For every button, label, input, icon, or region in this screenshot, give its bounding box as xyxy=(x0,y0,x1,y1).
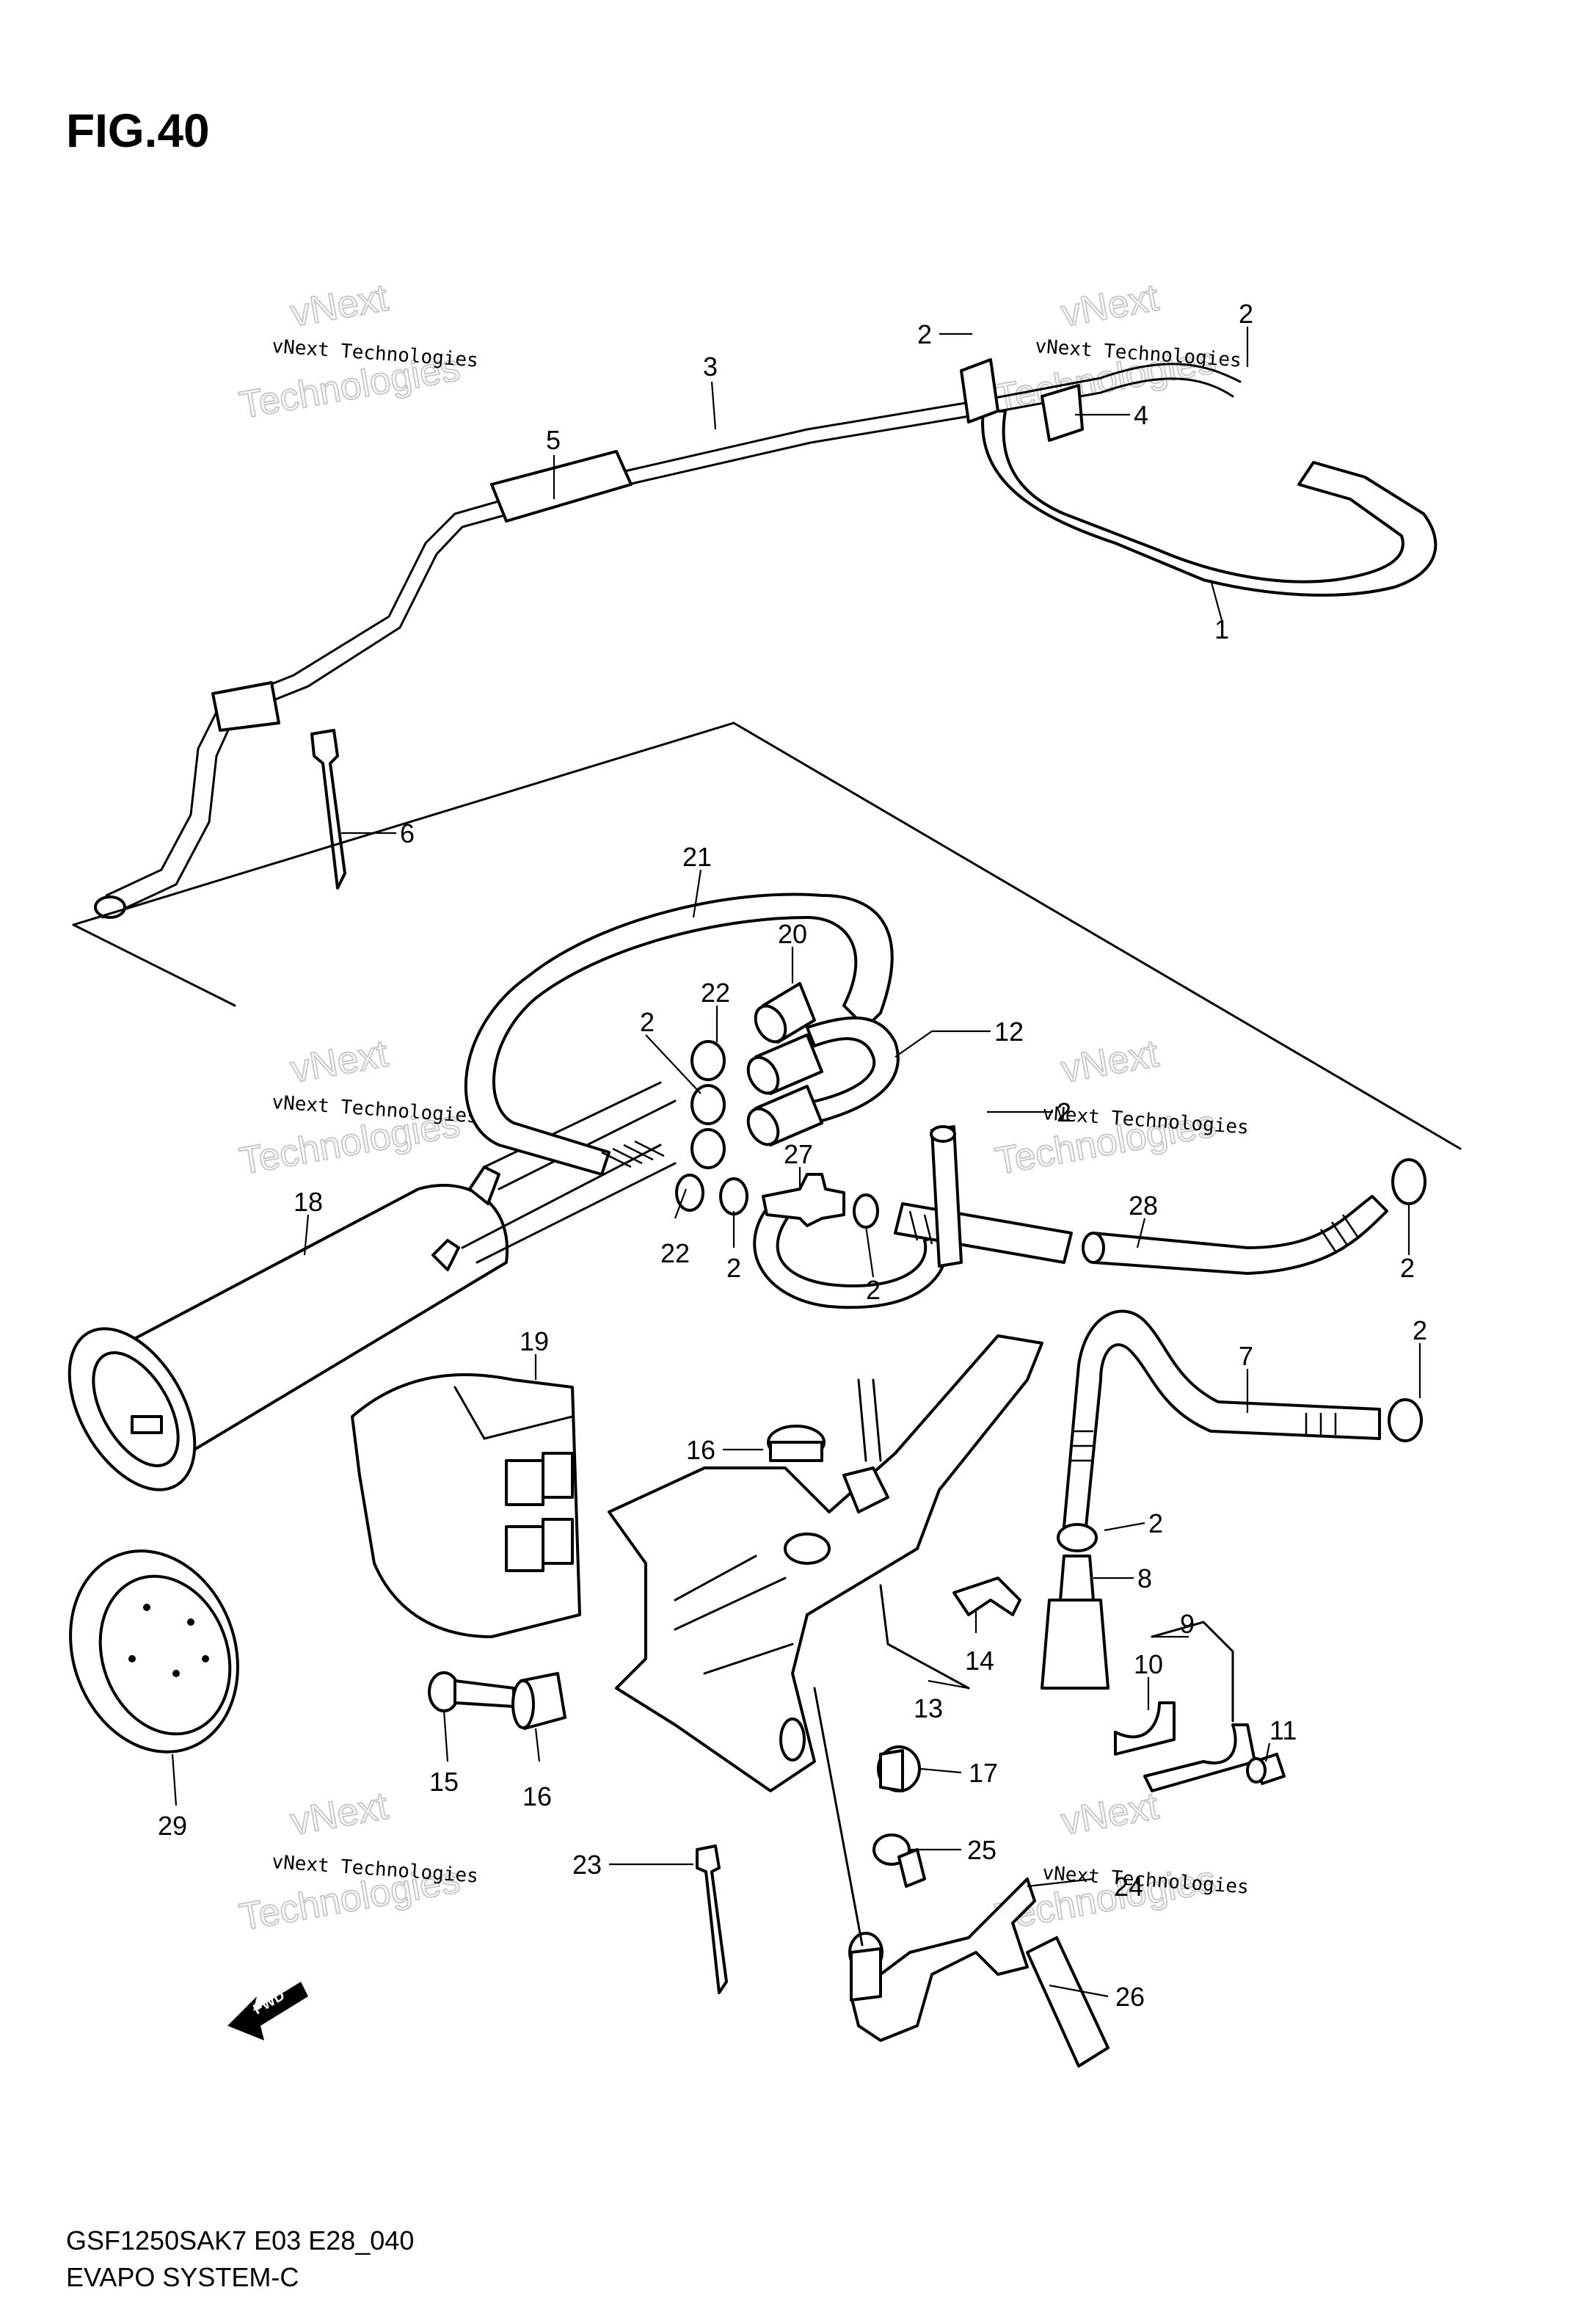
clamp-2 xyxy=(675,1040,748,1215)
grommet-16-top xyxy=(767,1425,826,1462)
callout: 2 xyxy=(726,1253,741,1283)
callout: 18 xyxy=(294,1187,323,1217)
callout: 13 xyxy=(914,1693,943,1723)
bolt-15 xyxy=(428,1671,515,1712)
hose-stub xyxy=(960,358,999,423)
callout: 2 xyxy=(1400,1253,1415,1283)
grommet-16-lower xyxy=(511,1672,566,1730)
tie-6 xyxy=(310,729,346,890)
canister-18 xyxy=(68,1081,677,1491)
callout: 21 xyxy=(682,842,712,872)
callout: 19 xyxy=(520,1326,549,1356)
assembly-outline xyxy=(72,721,1462,1150)
watermark: vNext Technologies vNext Technologies xyxy=(236,1032,479,1184)
callout: 3 xyxy=(703,352,718,382)
svg-text:vNext: vNext xyxy=(1058,1033,1162,1091)
callout: 16 xyxy=(522,1781,552,1811)
callout: 2 xyxy=(1148,1508,1163,1538)
callout: 5 xyxy=(546,425,561,455)
fitting-20 xyxy=(754,982,816,1044)
callout: 25 xyxy=(967,1835,996,1865)
callout: 2 xyxy=(1413,1315,1427,1345)
bracket-9-10 xyxy=(1114,1621,1256,1792)
model-code: GSF1250SAK7 E03 E28_040 xyxy=(66,2225,414,2255)
bracket-24 xyxy=(813,1687,1036,2042)
clamp-block xyxy=(211,681,280,732)
callout: 15 xyxy=(429,1767,459,1797)
callout: 17 xyxy=(969,1758,998,1788)
svg-text:vNext: vNext xyxy=(288,1033,392,1091)
system-name: EVAPO SYSTEM-C xyxy=(66,2262,299,2292)
callout: 8 xyxy=(1137,1563,1152,1593)
svg-text:vNext: vNext xyxy=(1058,277,1162,335)
joint-27 xyxy=(762,1173,879,1229)
callout: 11 xyxy=(1269,1715,1297,1745)
fitting-joint xyxy=(746,1033,823,1146)
svg-text:vNext: vNext xyxy=(1058,1785,1162,1844)
callout: 2 xyxy=(866,1275,881,1305)
svg-text:vNext: vNext xyxy=(288,277,392,335)
callout: 6 xyxy=(400,818,415,848)
bolt-25 xyxy=(872,1833,926,1888)
callout: 2 xyxy=(917,319,932,349)
callout: 22 xyxy=(660,1238,690,1268)
leader-lines xyxy=(171,327,1421,1998)
clip-14 xyxy=(952,1577,1021,1616)
callout: 23 xyxy=(572,1850,602,1880)
callout: 2 xyxy=(640,1007,655,1037)
callout: 20 xyxy=(778,919,807,949)
watermark: vNext Technologies vNext Technologies xyxy=(236,276,479,428)
figure-title: FIG.40 xyxy=(66,104,210,157)
hose-21 xyxy=(464,893,894,1176)
callout: 29 xyxy=(158,1811,187,1841)
watermark: vNext Technologies vNext Technologies xyxy=(991,1032,1250,1184)
callout: 22 xyxy=(701,978,730,1008)
tie-23 xyxy=(696,1844,728,1994)
callout: 2 xyxy=(1057,1097,1071,1127)
watermark: vNext Technologies vNext Technologies xyxy=(991,1784,1250,1940)
clip-4 xyxy=(1041,384,1084,442)
hose-1 xyxy=(981,410,1438,597)
hose-7 xyxy=(1063,1309,1423,1528)
protector-5 xyxy=(490,450,633,523)
hose-28 xyxy=(894,1125,1426,1275)
callout: 14 xyxy=(965,1646,994,1676)
watermark: vNext Technologies vNext Technologies xyxy=(991,276,1242,421)
callout: 7 xyxy=(1239,1341,1253,1371)
callout: 28 xyxy=(1129,1190,1158,1221)
screw-11 xyxy=(1246,1753,1286,1785)
bolt-17 xyxy=(877,1745,921,1792)
hose-3-assembly xyxy=(94,358,1438,919)
callout: 10 xyxy=(1134,1649,1163,1679)
callout: 2 xyxy=(1239,299,1253,329)
callout: 24 xyxy=(1114,1872,1143,1902)
watermark: vNext Technologies vNext Technologies xyxy=(236,1784,479,1940)
callout: 16 xyxy=(686,1435,715,1465)
cap-29 xyxy=(69,1549,239,1753)
strap-26 xyxy=(1026,1936,1109,2068)
callout: 4 xyxy=(1134,400,1148,430)
cover-19 xyxy=(351,1373,581,1638)
valve-8 xyxy=(1041,1523,1109,1690)
svg-text:vNext: vNext xyxy=(288,1785,392,1844)
callout: 1 xyxy=(1214,614,1229,644)
callout: 12 xyxy=(994,1017,1024,1047)
callout: 26 xyxy=(1115,1982,1145,2012)
callout: 27 xyxy=(784,1139,813,1169)
bracket-13 xyxy=(608,1334,1043,1792)
callout: 9 xyxy=(1180,1609,1195,1639)
forward-arrow: FWD xyxy=(227,1982,308,2040)
callout-labels: 2 2 3 4 5 1 6 21 20 22 12 2 2 27 28 2 22… xyxy=(158,299,1427,2012)
